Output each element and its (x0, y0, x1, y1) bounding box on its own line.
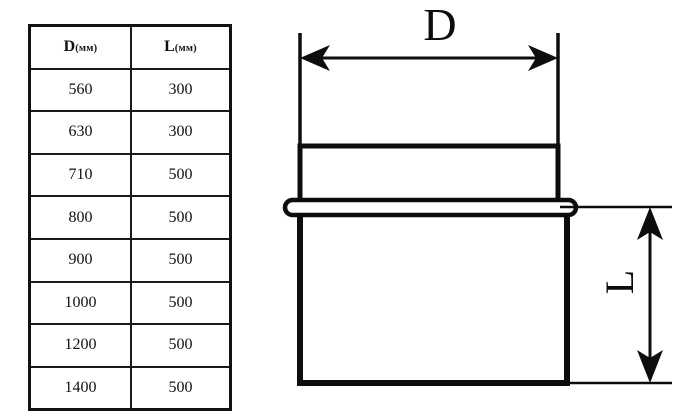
pipe-barrel-section (297, 204, 570, 386)
arrowhead-left-icon (300, 45, 330, 71)
column-header-l-symbol: L (164, 38, 175, 56)
table-row: 710 500 (28, 152, 232, 198)
column-header-l: L(мм) (130, 24, 232, 70)
column-header-d: D(мм) (28, 24, 132, 70)
cell-d: 1000 (28, 280, 132, 326)
table-row: 1200 500 (28, 323, 232, 368)
dimension-label-d: D (423, 0, 457, 50)
cell-l: 300 (130, 110, 232, 155)
cell-d: 800 (28, 195, 132, 240)
pipe-drawing (260, 0, 700, 418)
cell-l: 500 (130, 195, 232, 240)
arrowhead-right-icon (528, 45, 558, 71)
dimension-label-l: L (597, 269, 642, 295)
cell-l: 300 (130, 67, 232, 113)
column-header-d-symbol: D (63, 38, 76, 56)
cell-l: 500 (130, 365, 232, 411)
table-header-row: D(мм) L(мм) (28, 24, 232, 70)
arrowhead-up-icon (637, 207, 663, 240)
table-row: 630 300 (28, 110, 232, 155)
cell-l: 500 (130, 280, 232, 326)
cell-d: 560 (28, 67, 132, 113)
cell-d: 1200 (28, 323, 132, 368)
table-row: 800 500 (28, 195, 232, 240)
cell-d: 1400 (28, 365, 132, 411)
cell-l: 500 (130, 237, 232, 283)
column-header-l-unit: (мм) (174, 43, 197, 55)
cell-d: 710 (28, 152, 132, 198)
dimension-table: D(мм) L(мм) 560 300 630 300 710 500 800 (28, 24, 232, 412)
cell-d: 900 (28, 237, 132, 283)
table-row: 560 300 (28, 67, 232, 113)
cell-d: 630 (28, 110, 132, 155)
cell-l: 500 (130, 152, 232, 198)
cell-l: 500 (130, 323, 232, 368)
table-row: 1400 500 (28, 365, 232, 411)
table-row: 900 500 (28, 237, 232, 283)
pipe-collar-ring (282, 197, 579, 218)
arrowhead-down-icon (637, 350, 663, 383)
column-header-d-unit: (мм) (75, 43, 98, 55)
table-row: 1000 500 (28, 280, 232, 326)
